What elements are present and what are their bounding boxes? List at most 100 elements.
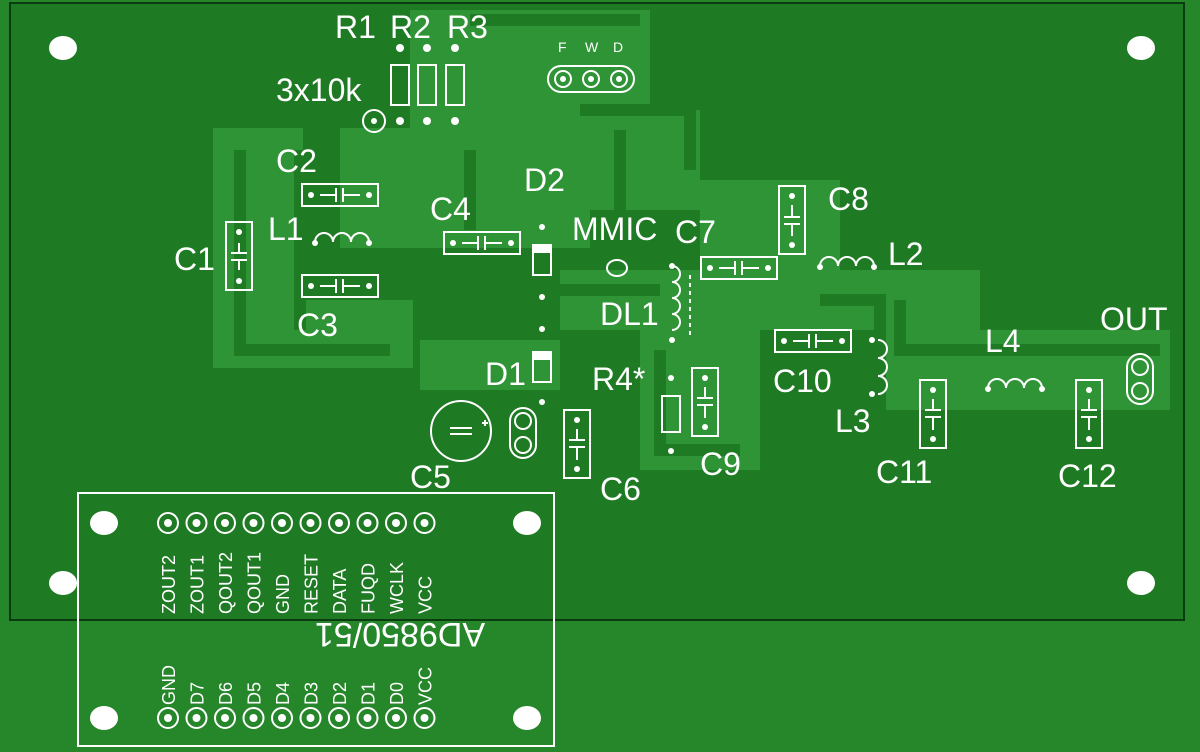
c5-label: C5: [410, 459, 451, 495]
bottom-header-pad: [185, 707, 208, 729]
top-header-pad: [328, 512, 350, 534]
inductor-l3: [869, 337, 888, 397]
top-header-pad: [157, 512, 179, 534]
bottom-header-pad: [271, 707, 293, 729]
resistor-array: [362, 44, 465, 133]
pin-label: D2: [330, 682, 350, 705]
diode-d1: [532, 326, 552, 405]
top-header-pad: [214, 512, 236, 534]
mmic-pad: [606, 259, 628, 277]
r-value-label: 3x10k: [276, 72, 362, 108]
bottom-header-pad: [328, 707, 350, 729]
l2-label: L2: [888, 236, 924, 272]
top-header-pad: [385, 512, 407, 534]
top-header-pad-hole: [221, 519, 229, 527]
c1-label: C1: [174, 241, 215, 277]
capacitor-c11: [919, 379, 947, 449]
pin-label: D0: [387, 682, 407, 705]
capacitor-c9: [691, 367, 719, 437]
bottom-header-pad-hole: [164, 714, 172, 722]
r3-label: R3: [447, 9, 488, 45]
top-header-pad-hole: [249, 519, 258, 527]
top-header-pad-hole: [363, 519, 372, 527]
inductor-dl1: [669, 263, 691, 343]
bottom-header-pad: [299, 707, 322, 729]
pin-label: GND: [159, 665, 179, 705]
capacitor-c5: [430, 400, 492, 462]
module-bottom-header: [157, 707, 436, 729]
c2-label: C2: [276, 143, 317, 179]
bottom-header-pad-hole: [249, 714, 258, 722]
out-label: OUT: [1100, 301, 1168, 337]
c11-label: C11: [876, 454, 932, 490]
bottom-header-pad-hole: [335, 714, 343, 722]
mmic-label: MMIC: [572, 211, 657, 247]
top-header-pad: [271, 512, 293, 534]
pin-label: VCC: [416, 576, 436, 614]
mounting-holes: [49, 36, 1155, 730]
inductor-l4: [985, 378, 1045, 392]
bottom-header-pad: [356, 707, 379, 729]
l1-label: L1: [268, 211, 304, 247]
capacitor-c6: [563, 409, 591, 479]
top-header-pad: [299, 512, 322, 534]
inductor-l2: [817, 256, 877, 270]
capacitor-c3: [301, 274, 379, 298]
pin-label: VCC: [416, 667, 436, 705]
module-outline: [77, 492, 555, 747]
bottom-header-pad: [214, 707, 236, 729]
pin-label: DATA: [330, 569, 350, 614]
dl1-label: DL1: [600, 296, 659, 332]
capacitor-c1: [225, 221, 253, 291]
trace-cuts: [234, 14, 1160, 456]
capacitor-c8: [778, 185, 806, 255]
top-header-pad: [242, 512, 265, 534]
c9-label: C9: [700, 446, 741, 482]
d1-label: D1: [485, 356, 526, 392]
d-label: D: [613, 39, 623, 55]
top-header-pad-hole: [192, 519, 201, 527]
bottom-header-pad: [157, 707, 179, 729]
f-label: F: [558, 39, 567, 55]
bottom-header-pad-hole: [392, 714, 400, 722]
w-label: W: [585, 39, 599, 55]
pin-label: D4: [273, 682, 293, 705]
r4-label: R4*: [592, 361, 645, 397]
top-header-pad-hole: [164, 519, 172, 527]
pin-label: ZOUT2: [159, 555, 179, 614]
bottom-header-pad-hole: [192, 714, 201, 722]
r1-label: R1: [335, 9, 376, 45]
capacitor-c2: [301, 183, 379, 207]
bottom-header-pad: [385, 707, 407, 729]
top-header-pad-hole: [420, 519, 429, 527]
bottom-header-pad-hole: [420, 714, 429, 722]
pin-label: D1: [359, 682, 379, 705]
power-connector: [509, 407, 537, 459]
out-connector: [1126, 353, 1154, 405]
d2-label: D2: [524, 162, 565, 198]
bottom-header-pad-hole: [363, 714, 372, 722]
module-top-header: [157, 512, 436, 534]
inductor-l1: [312, 232, 372, 246]
c4-label: C4: [430, 191, 471, 227]
top-header-pad-hole: [306, 519, 315, 527]
pin-label: QOUT1: [245, 552, 265, 614]
bottom-header-pad-hole: [306, 714, 315, 722]
c6-label: C6: [600, 471, 641, 507]
top-header-pad: [356, 512, 379, 534]
pin-label: FUQD: [359, 563, 379, 614]
capacitor-c7: [700, 256, 778, 280]
l4-label: L4: [985, 323, 1021, 359]
top-header-pad: [185, 512, 208, 534]
pin-label: D3: [302, 682, 322, 705]
pin-label: WCLK: [387, 562, 407, 614]
top-header-pad: [413, 512, 436, 534]
c7-label: C7: [675, 214, 716, 250]
top-header-pad-hole: [335, 519, 343, 527]
pin-label: RESET: [302, 554, 322, 614]
resistor-r4: [661, 375, 681, 454]
